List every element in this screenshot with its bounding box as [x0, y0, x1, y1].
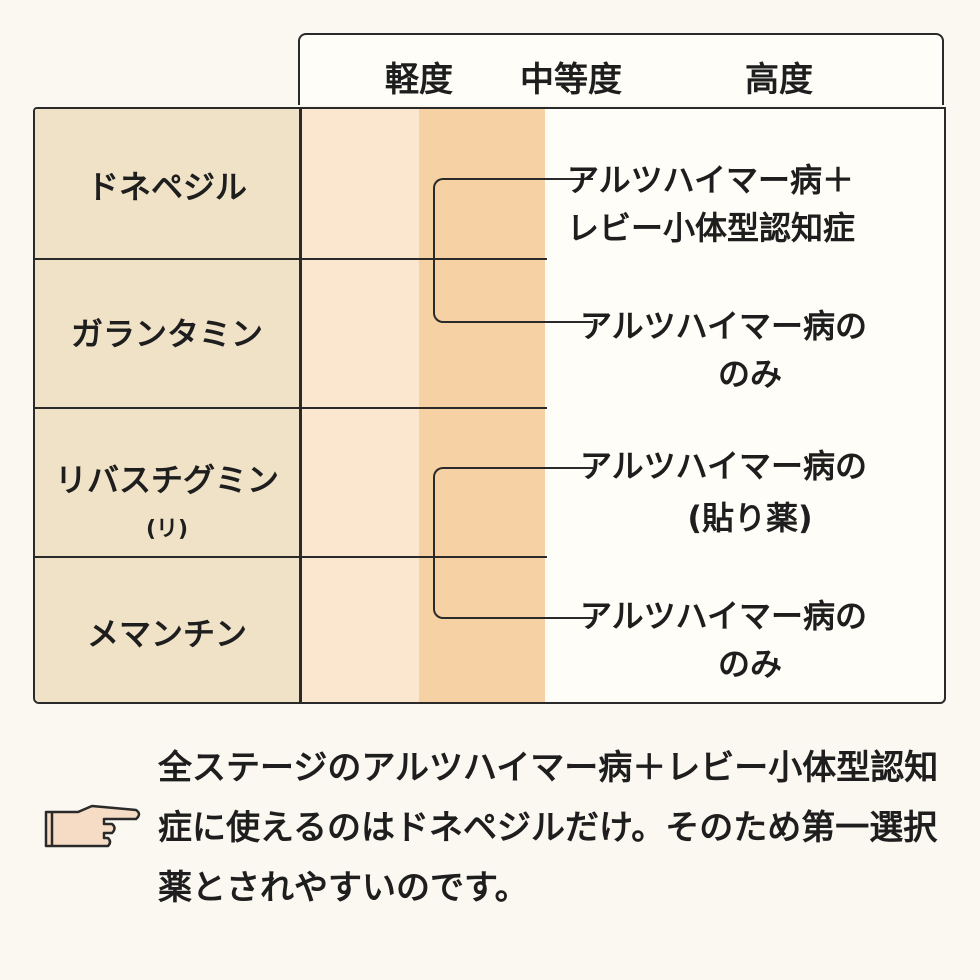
indication-bracket — [433, 467, 593, 619]
row-divider — [35, 407, 547, 409]
note-text: 全ステージのアルツハイマー病＋レビー小体型認知症に使えるのはドネペジルだけ。その… — [158, 748, 939, 908]
drug-rivastigmine: リバスチグミン — [54, 461, 279, 499]
header-mild: 軽度 — [385, 60, 453, 100]
header-severe: 高度 — [745, 60, 813, 100]
indication-label-2b: のみ — [717, 355, 782, 393]
drug-name-column — [35, 109, 299, 702]
row-divider — [35, 258, 547, 260]
drug-rivastigmine-sub: (リ) — [145, 517, 189, 542]
indication-label-2a: アルツハイマー病の — [580, 307, 868, 345]
severity-header — [298, 33, 944, 105]
indication-label-3a: アルツハイマー病の — [580, 447, 868, 485]
header-moderate: 中等度 — [520, 60, 622, 100]
drug-galantamine: ガランタミン — [70, 315, 263, 353]
indication-label-4a: アルツハイマー病の — [580, 597, 868, 635]
moderate-band — [419, 109, 545, 702]
drug-memantine: メマンチン — [86, 615, 247, 653]
pointing-hand-icon — [42, 798, 142, 858]
indication-label-3b: (貼り薬) — [687, 499, 813, 537]
indication-label-1a: アルツハイマー病＋ — [567, 161, 855, 199]
indication-bracket — [433, 178, 593, 323]
row-divider — [35, 556, 547, 558]
column-separator — [299, 109, 302, 702]
indication-label-1b: レビー小体型認知症 — [567, 209, 856, 247]
indication-label-4b: のみ — [717, 645, 782, 683]
drug-donepezil: ドネペジル — [86, 168, 247, 206]
mild-band — [301, 109, 419, 702]
drug-table: ドネペジル ガランタミン リバスチグミン (リ) メマンチン アルツハイマー病＋… — [33, 107, 946, 704]
